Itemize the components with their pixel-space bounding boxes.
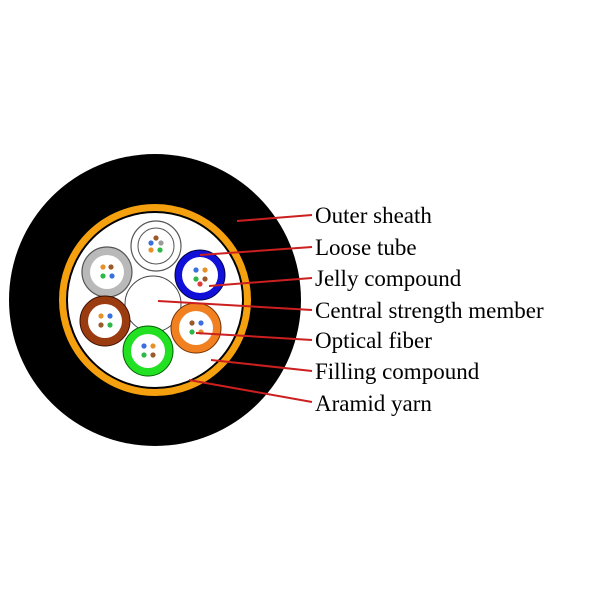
optical-fiber [109, 273, 115, 279]
leader-lines [157, 214, 313, 403]
optical-fiber [98, 322, 104, 328]
optical-fiber [158, 240, 164, 246]
loose-tube-green [122, 325, 174, 377]
optical-fiber [202, 267, 208, 273]
optical-fiber [157, 247, 163, 253]
leader-line-optical-fiber [195, 332, 313, 341]
optical-fiber [107, 313, 113, 319]
loose-tube-blue [174, 249, 226, 301]
label-jelly-compound: Jelly compound [315, 266, 462, 291]
optical-fiber [189, 320, 195, 326]
loose-tube-orange [170, 302, 222, 354]
leader-line-filling-compound [210, 359, 313, 372]
label-aramid-yarn: Aramid yarn [315, 391, 432, 416]
loose-tube-brown [79, 295, 131, 347]
optical-fiber [198, 320, 204, 326]
optical-fiber [193, 276, 199, 282]
optical-fiber [150, 352, 156, 358]
optical-fiber [108, 264, 114, 270]
optical-fiber [148, 247, 154, 253]
cable-cross-section [9, 154, 301, 446]
optical-fiber [202, 276, 208, 282]
optical-fiber [148, 240, 154, 246]
optical-fiber [141, 343, 147, 349]
leader-line-aramid-yarn [188, 379, 313, 403]
label-loose-tube: Loose tube [315, 235, 417, 260]
optical-fiber [141, 352, 147, 358]
leader-line-loose-tube [199, 246, 313, 256]
optical-fiber [98, 313, 104, 319]
loose-tube-grey [81, 246, 133, 298]
loose-tube-white [130, 220, 182, 272]
optical-fiber [150, 343, 156, 349]
leader-line-jelly-compound [208, 277, 313, 287]
optical-fiber [189, 329, 195, 335]
optical-fiber [100, 273, 106, 279]
label-optical-fiber: Optical fiber [315, 328, 432, 353]
optical-fiber [153, 235, 159, 241]
leader-line-outer-sheath [236, 214, 313, 222]
label-filling-compound: Filling compound [315, 359, 480, 384]
label-outer-sheath: Outer sheath [315, 203, 432, 228]
labels: Outer sheath Loose tube Jelly compound C… [315, 203, 544, 416]
leader-line-central-strength-member [157, 300, 313, 311]
optical-fiber [107, 322, 113, 328]
optical-fiber [193, 267, 199, 273]
optical-fiber [100, 264, 106, 270]
label-central-strength-member: Central strength member [315, 298, 544, 323]
optical-fiber [197, 281, 203, 287]
